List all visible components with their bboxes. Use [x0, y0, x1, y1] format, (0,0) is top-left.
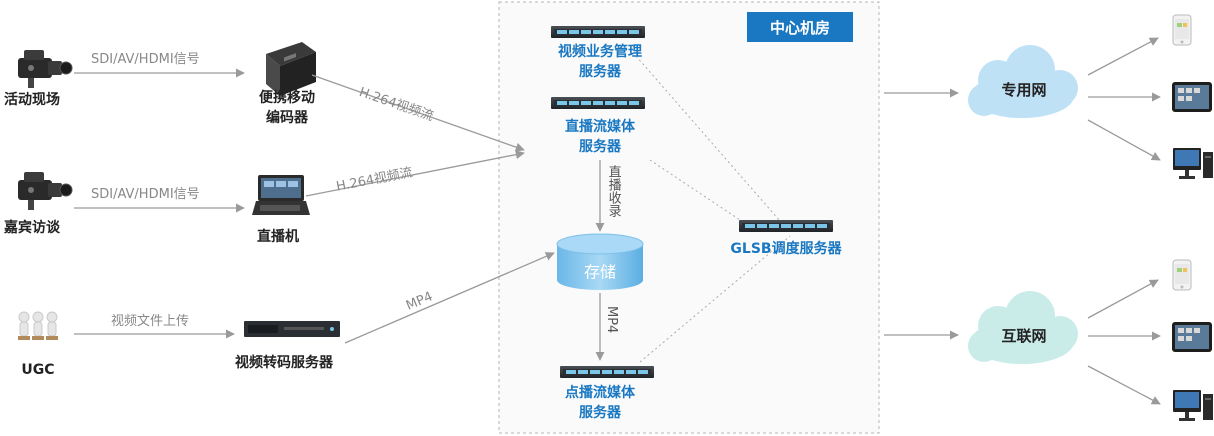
arrow-h264-1	[311, 74, 525, 152]
desktop-icon	[1173, 148, 1213, 179]
source-label-ugc: UGC	[21, 362, 55, 378]
phone-icon	[1172, 259, 1192, 291]
vod-server-label-2: 服务器	[579, 405, 621, 421]
arrow-private-desktop	[1087, 119, 1161, 161]
edge-label-signal-2: SDI/AV/HDMI信号	[91, 187, 200, 202]
device-label-transcoder: 视频转码服务器	[235, 355, 333, 371]
arrow-private-phone	[1087, 37, 1159, 76]
users-icon	[17, 311, 59, 341]
cloud-label-private: 专用网	[1001, 81, 1047, 99]
mgmt-server-label-2: 服务器	[579, 64, 621, 80]
source-label-event: 活动现场	[4, 92, 60, 108]
source-label-interview: 嘉宾访谈	[4, 220, 60, 236]
live-server-label-2: 服务器	[579, 139, 621, 155]
device-label-encoder-2: 编码器	[266, 110, 308, 126]
arrow-internet-desktop	[1087, 365, 1161, 405]
storage-label: 存储	[583, 262, 617, 282]
video-camera-icon	[17, 171, 73, 211]
edge-label-signal-1: SDI/AV/HDMI信号	[91, 52, 200, 67]
portable-encoder-icon	[266, 42, 316, 96]
video-camera-icon	[17, 49, 73, 89]
datacenter-title: 中心机房	[747, 12, 853, 42]
edge-label-mp4-out: MP4	[604, 306, 619, 334]
edge-label-record: 直播收录	[605, 165, 621, 217]
edge-label-upload: 视频文件上传	[111, 314, 190, 329]
arrow-mp4-in	[344, 252, 555, 344]
datacenter-box	[498, 1, 880, 434]
glsb-server-label: GLSB调度服务器	[730, 241, 842, 257]
tablet-icon	[1172, 82, 1212, 112]
link-live-glsb	[649, 159, 741, 221]
tablet-icon	[1172, 322, 1212, 352]
link-mgmt-glsb	[635, 55, 781, 222]
live-server-icon	[551, 97, 645, 109]
rack-server-icon	[244, 321, 340, 337]
cloud-internet	[968, 291, 1078, 364]
mgmt-server-label-1: 视频业务管理	[558, 44, 642, 60]
device-label-encoder-1: 便携移动	[259, 90, 315, 106]
vod-server-icon	[560, 366, 654, 378]
arrow-internet-phone	[1087, 279, 1159, 319]
live-server-label-1: 直播流媒体	[565, 119, 635, 135]
glsb-server-icon	[739, 220, 833, 232]
arrow-h264-2	[305, 150, 525, 197]
mgmt-server-icon	[551, 26, 645, 38]
device-label-broadcast: 直播机	[257, 229, 299, 245]
broadcast-machine-icon	[252, 175, 310, 215]
phone-icon	[1172, 14, 1192, 46]
cloud-private	[968, 45, 1078, 118]
vod-server-label-1: 点播流媒体	[565, 385, 635, 401]
cloud-label-internet: 互联网	[1001, 327, 1047, 345]
desktop-icon	[1173, 390, 1213, 421]
storage-cylinder	[556, 233, 644, 290]
